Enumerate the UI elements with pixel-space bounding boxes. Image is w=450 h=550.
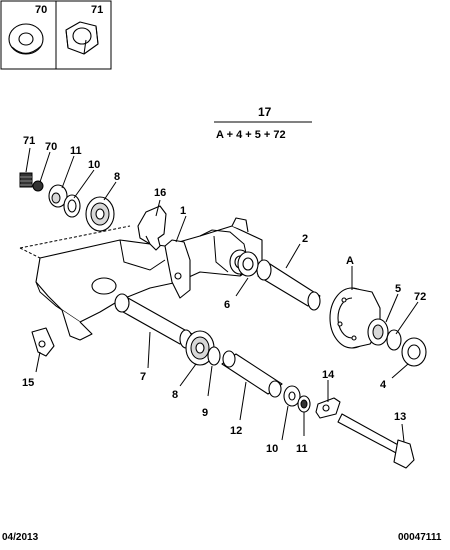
kit-number: 17 (258, 105, 272, 119)
pivot-tube-lower (114, 293, 221, 366)
kit-17-label: 17 A + 4 + 5 + 72 (214, 105, 312, 141)
washer-icon (8, 23, 44, 55)
callout-2: 2 (302, 233, 308, 245)
pivot-tube-upper (237, 251, 321, 311)
callout-11-bottom: 11 (296, 443, 308, 455)
callout-72: 72 (414, 291, 426, 303)
kit-formula: A + 4 + 5 + 72 (216, 129, 286, 141)
callout-14: 14 (322, 369, 335, 381)
inset-label-70: 70 (35, 4, 47, 16)
callout-5: 5 (395, 283, 401, 295)
rear-axle-beam (19, 217, 263, 341)
spacer-and-bolt (221, 350, 415, 469)
callout-71: 71 (23, 135, 35, 147)
inset-label-71: 71 (91, 4, 103, 16)
hex-nut-icon (65, 21, 99, 55)
leader-lines (25, 147, 419, 443)
callout-9: 9 (202, 407, 208, 419)
callout-6: 6 (224, 299, 230, 311)
wheel-hub-assembly (329, 287, 427, 367)
callout-8-bottom: 8 (172, 389, 178, 401)
callout-11-top: 11 (70, 145, 82, 157)
callout-labels: 71 70 11 10 8 16 1 2 6 A 5 72 4 15 7 8 9… (22, 135, 426, 455)
callout-12: 12 (230, 425, 242, 437)
callout-70: 70 (45, 141, 57, 153)
callout-10-top: 10 (88, 159, 100, 171)
footer: 04/2013 00047111 (2, 532, 442, 543)
footer-reference: 00047111 (398, 532, 442, 543)
callout-13: 13 (394, 411, 406, 423)
footer-date: 04/2013 (2, 532, 39, 543)
callout-8-top: 8 (114, 171, 120, 183)
upper-left-hardware (19, 172, 115, 232)
callout-16: 16 (154, 187, 166, 199)
callout-7: 7 (140, 371, 146, 383)
header-inset-box: 70 71 (0, 0, 112, 70)
callout-15: 15 (22, 377, 34, 389)
bracket (31, 327, 55, 357)
callout-4: 4 (380, 379, 387, 391)
callout-A: A (346, 255, 354, 267)
callout-10-bottom: 10 (266, 443, 278, 455)
callout-1: 1 (180, 205, 186, 217)
bump-stop (137, 205, 167, 251)
